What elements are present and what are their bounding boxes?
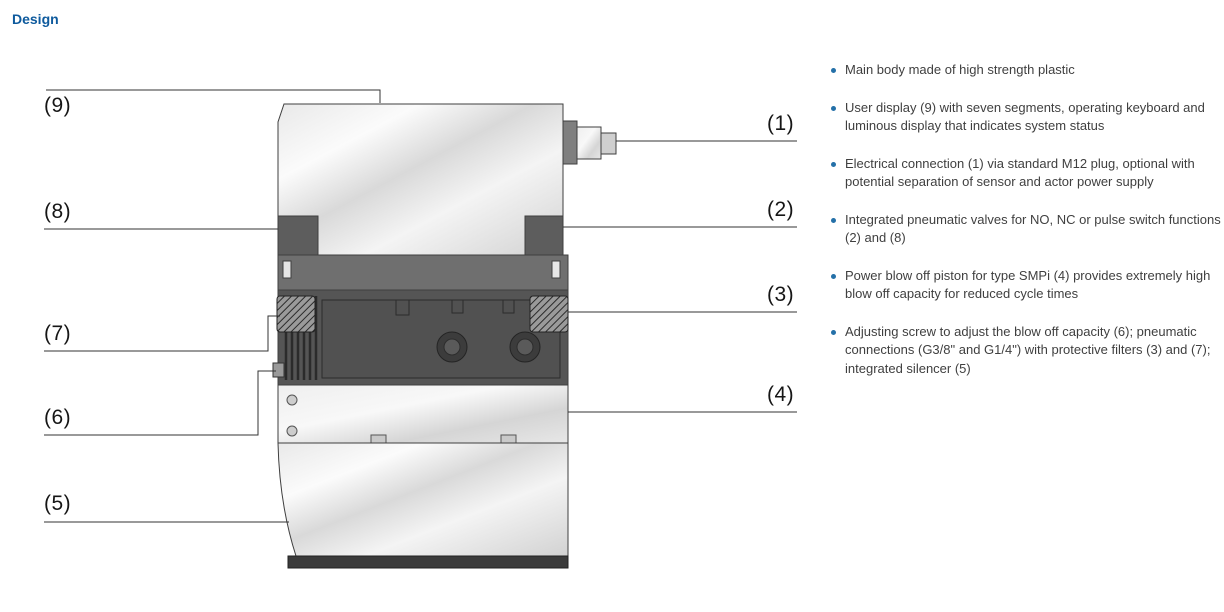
callout-label-2: (2) bbox=[767, 198, 795, 221]
pneumatic-port-left bbox=[276, 295, 316, 333]
section-title: Design bbox=[12, 11, 59, 27]
bullet-icon bbox=[831, 217, 836, 223]
feature-item: User display (9) with seven segments, op… bbox=[831, 99, 1221, 136]
bullet-icon bbox=[831, 273, 836, 279]
base-strip bbox=[287, 555, 569, 569]
device-top-housing bbox=[277, 103, 564, 256]
bullet-icon bbox=[831, 105, 836, 111]
callout-label-7: (7) bbox=[44, 322, 72, 345]
pneumatic-port-right bbox=[529, 295, 569, 333]
feature-item: Main body made of high strength plastic bbox=[831, 61, 1221, 80]
callout-lines bbox=[44, 89, 797, 523]
callout-label-5: (5) bbox=[44, 492, 72, 515]
feature-text: Power blow off piston for type SMPi (4) … bbox=[845, 267, 1211, 302]
callout-label-3: (3) bbox=[767, 283, 795, 306]
callout-label-8: (8) bbox=[44, 200, 72, 223]
callout-label-1: (1) bbox=[767, 112, 795, 135]
feature-list: Main body made of high strength plastic … bbox=[831, 61, 1221, 397]
vacuum-generator-body bbox=[272, 103, 617, 569]
callout-line-6 bbox=[44, 370, 276, 436]
feature-text: User display (9) with seven segments, op… bbox=[845, 99, 1205, 134]
bullet-icon bbox=[831, 68, 836, 73]
feature-item: Integrated pneumatic valves for NO, NC o… bbox=[831, 211, 1221, 248]
ejector-section bbox=[277, 289, 569, 386]
m12-connector bbox=[562, 120, 617, 165]
valve-block-right bbox=[524, 215, 564, 256]
adjusting-screw bbox=[272, 362, 285, 378]
callout-line-9 bbox=[46, 89, 381, 103]
blow-off-section bbox=[277, 384, 569, 444]
feature-text: Integrated pneumatic valves for NO, NC o… bbox=[845, 211, 1221, 246]
feature-text: Electrical connection (1) via standard M… bbox=[845, 155, 1195, 190]
bottom-housing bbox=[277, 442, 569, 557]
feature-item: Electrical connection (1) via standard M… bbox=[831, 155, 1221, 192]
callout-line-7 bbox=[44, 315, 280, 352]
callout-label-9: (9) bbox=[44, 94, 72, 117]
callout-label-6: (6) bbox=[44, 406, 72, 429]
bullet-icon bbox=[831, 329, 836, 335]
mid-band bbox=[277, 254, 569, 291]
feature-item: Adjusting screw to adjust the blow off c… bbox=[831, 323, 1221, 379]
feature-text: Main body made of high strength plastic bbox=[845, 62, 1075, 77]
bullet-icon bbox=[831, 161, 836, 167]
callout-label-4: (4) bbox=[767, 383, 795, 406]
feature-item: Power blow off piston for type SMPi (4) … bbox=[831, 267, 1221, 304]
feature-text: Adjusting screw to adjust the blow off c… bbox=[845, 323, 1211, 376]
valve-block-left bbox=[277, 215, 319, 256]
